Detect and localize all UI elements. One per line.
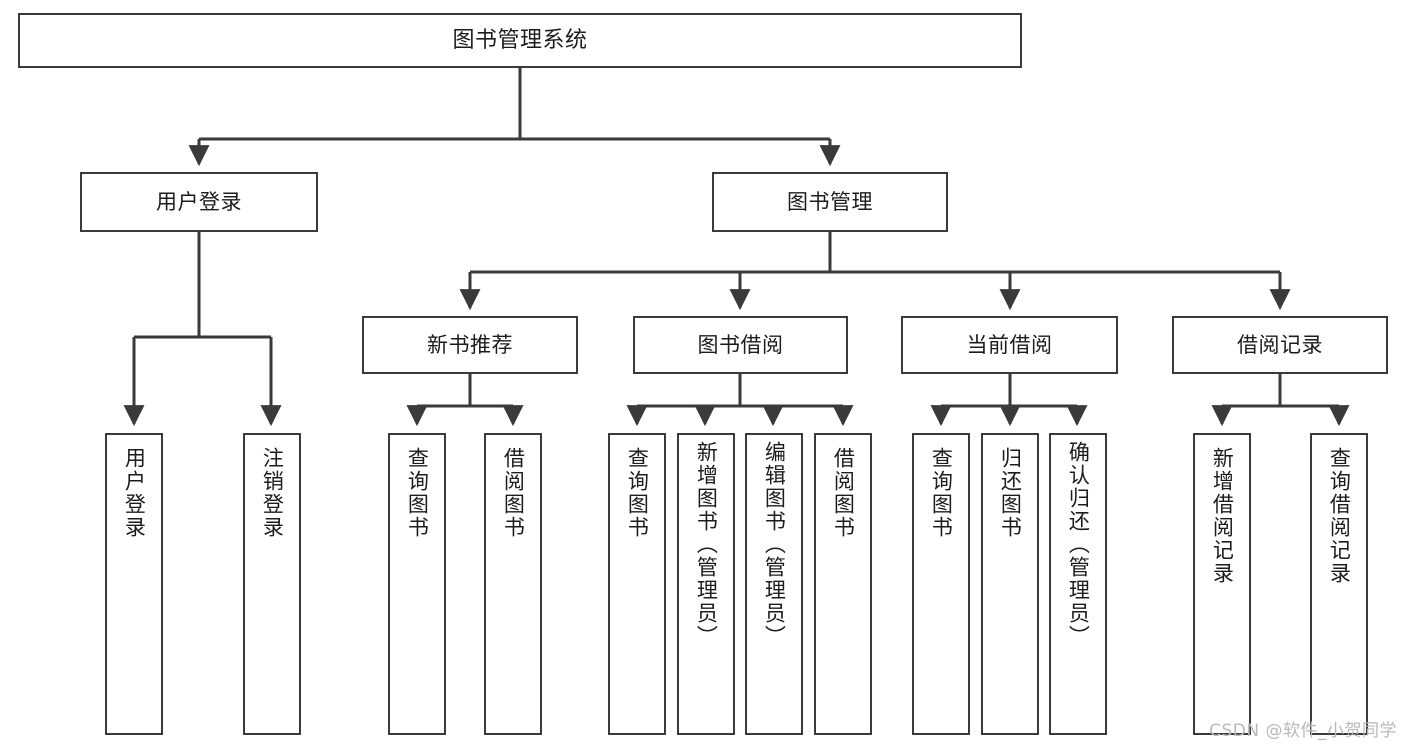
node-label: 确认归还（管理员） — [1066, 441, 1091, 648]
leaf-add-borrow-record[interactable]: 新增借阅记录 — [1193, 433, 1251, 735]
node-label: 借阅图书 — [831, 447, 856, 539]
node-label: 用户登录 — [122, 447, 147, 539]
node-label: 查询图书 — [625, 447, 650, 539]
leaf-borrow-book-new[interactable]: 借阅图书 — [484, 433, 542, 735]
leaf-query-book-new[interactable]: 查询图书 — [388, 433, 446, 735]
node-label: 归还图书 — [998, 447, 1023, 539]
node-label: 用户登录 — [156, 189, 242, 214]
node-label: 借阅记录 — [1237, 332, 1323, 357]
node-label: 查询图书 — [929, 447, 954, 539]
node-label: 图书管理系统 — [452, 27, 588, 53]
node-borrow-record[interactable]: 借阅记录 — [1172, 316, 1388, 374]
node-label: 注销登录 — [260, 447, 285, 539]
node-label: 新增图书（管理员） — [694, 441, 719, 648]
node-label: 新增借阅记录 — [1210, 447, 1235, 585]
leaf-query-book-current[interactable]: 查询图书 — [912, 433, 970, 735]
node-label: 编辑图书（管理员） — [762, 441, 787, 648]
node-label: 图书借阅 — [697, 332, 784, 357]
node-label: 新书推荐 — [427, 332, 513, 357]
node-label: 查询图书 — [405, 447, 430, 539]
node-label: 图书管理 — [787, 189, 873, 214]
node-label: 借阅图书 — [501, 447, 526, 539]
node-label: 查询借阅记录 — [1327, 447, 1352, 585]
node-book-borrow[interactable]: 图书借阅 — [633, 316, 848, 374]
leaf-logout[interactable]: 注销登录 — [243, 433, 301, 735]
node-root-system[interactable]: 图书管理系统 — [18, 13, 1022, 68]
watermark: CSDN @软件_小贺同学 — [1209, 721, 1397, 741]
node-new-book-recommend[interactable]: 新书推荐 — [362, 316, 578, 374]
node-current-borrow[interactable]: 当前借阅 — [901, 316, 1118, 374]
leaf-confirm-return-admin[interactable]: 确认归还（管理员） — [1049, 433, 1107, 735]
node-label: 当前借阅 — [966, 332, 1053, 357]
leaf-edit-book-admin[interactable]: 编辑图书（管理员） — [745, 433, 803, 735]
leaf-query-borrow-record[interactable]: 查询借阅记录 — [1310, 433, 1368, 735]
leaf-borrow-book[interactable]: 借阅图书 — [814, 433, 872, 735]
leaf-return-book[interactable]: 归还图书 — [981, 433, 1039, 735]
node-book-management[interactable]: 图书管理 — [712, 172, 948, 232]
node-user-login[interactable]: 用户登录 — [80, 172, 318, 232]
leaf-query-book[interactable]: 查询图书 — [608, 433, 666, 735]
leaf-add-book-admin[interactable]: 新增图书（管理员） — [677, 433, 735, 735]
leaf-user-login[interactable]: 用户登录 — [105, 433, 163, 735]
